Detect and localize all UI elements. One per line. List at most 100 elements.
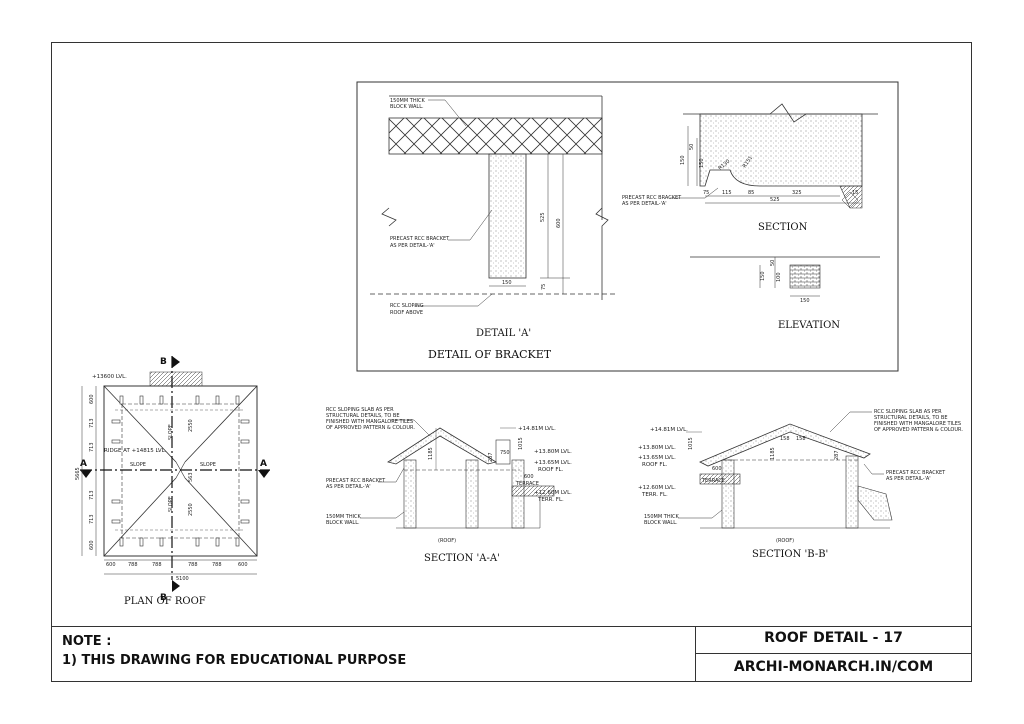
note-title: NOTE : bbox=[62, 634, 112, 649]
label-wall-line2: BLOCK WALL. bbox=[390, 104, 424, 110]
plan-dim-b1: 788 bbox=[128, 562, 138, 568]
sec-dim-115: 115 bbox=[722, 190, 732, 196]
dim-150: 150 bbox=[502, 280, 512, 286]
aa-terrace-label: TERRACE bbox=[515, 481, 539, 487]
aa-level-roof-fl: ROOF FL. bbox=[538, 467, 564, 473]
title-block-sheet-title-cell bbox=[695, 626, 972, 653]
bb-label-bracket-1: PRECAST RCC BRACKET bbox=[886, 470, 946, 476]
plan-marker-a-left: A bbox=[80, 459, 87, 469]
aa-label-slab-4: OF APPROVED PATTERN & COLOUR. bbox=[326, 425, 415, 431]
aa-label-bracket-2: AS PER DETAIL-'A' bbox=[326, 484, 371, 490]
bb-dim-287: 287 bbox=[834, 450, 840, 460]
plan-dim-l0: 600 bbox=[89, 394, 95, 404]
elev-dim-150: 150 bbox=[760, 271, 766, 281]
sec-dim-150b: 150 bbox=[699, 158, 705, 168]
bb-level-terr-fl: TERR. FL. bbox=[641, 492, 668, 498]
bb-label-wall-2: BLOCK WALL. bbox=[644, 520, 678, 526]
bracket-elevation-drawing: 150 50 100 150 ELEVATION bbox=[690, 256, 880, 331]
site-name: ARCHI-MONARCH.IN/COM bbox=[733, 659, 934, 675]
detail-a-caption: DETAIL 'A' bbox=[476, 328, 531, 339]
plan-dim-l3: 713 bbox=[89, 490, 95, 500]
bb-level-1481: +14.81M LVL. bbox=[650, 427, 688, 433]
elevation-caption: ELEVATION bbox=[778, 320, 840, 331]
plan-dim-mid-2550a: 2550 bbox=[188, 419, 194, 432]
aa-level-1365: +13.65M LVL. bbox=[534, 460, 572, 466]
sec-label-bracket-line1: PRECAST RCC BRACKET bbox=[622, 195, 682, 201]
title-block-site-cell bbox=[695, 653, 972, 682]
plan-of-roof-drawing: B B A A +13600 LVL. RIDGE AT +14815 LVL.… bbox=[75, 356, 270, 607]
plan-dim-b0: 600 bbox=[106, 562, 116, 568]
elev-dim-100: 100 bbox=[776, 272, 782, 282]
drawing-sheet-border bbox=[51, 42, 972, 682]
bb-label-wall-1: 150MM THICK bbox=[644, 514, 680, 520]
bb-level-1365: +13.65M LVL. bbox=[638, 455, 676, 461]
section-caption: SECTION bbox=[758, 222, 808, 233]
section-bb-caption: SECTION 'B-B' bbox=[752, 549, 828, 560]
plan-slope-right: SLOPE bbox=[200, 462, 216, 468]
elev-dim-150b: 150 bbox=[800, 298, 810, 304]
plan-dim-total-width: 5100 bbox=[176, 576, 189, 582]
dim-600: 600 bbox=[556, 218, 562, 228]
bb-dim-1185: 1185 bbox=[770, 447, 776, 460]
dim-75: 75 bbox=[541, 284, 547, 290]
elev-dim-50: 50 bbox=[770, 260, 776, 266]
sec-dim-50: 50 bbox=[689, 144, 695, 150]
detail-of-bracket-panel: 525 600 75 150 150MM THICK BLOCK WALL. P… bbox=[356, 81, 899, 372]
label-wall-line1: 150MM THICK bbox=[390, 98, 426, 104]
bb-dim-1015: 1015 bbox=[688, 437, 694, 450]
sheet-title: ROOF DETAIL - 17 bbox=[764, 630, 903, 646]
section-aa-caption: SECTION 'A-A' bbox=[424, 553, 500, 564]
plan-dim-l2: 713 bbox=[89, 442, 95, 452]
note-line-1: 1) THIS DRAWING FOR EDUCATIONAL PURPOSE bbox=[62, 653, 407, 668]
plan-marker-a-right: A bbox=[260, 459, 267, 469]
bb-label-slab-1: RCC SLOPING SLAB AS PER bbox=[874, 409, 942, 415]
bracket-section-drawing: 150 50 150 R130 R151 75 115 85 325 525 1… bbox=[622, 103, 878, 233]
aa-label-wall-1: 150MM THICK bbox=[326, 514, 362, 520]
aa-dim-750: 750 bbox=[500, 450, 510, 456]
plan-marker-b-top: B bbox=[160, 357, 167, 367]
plan-slope-top: SLOPE bbox=[168, 424, 174, 440]
aa-dim-1185: 1185 bbox=[428, 447, 434, 460]
label-roof-line1: RCC SLOPING bbox=[390, 303, 424, 309]
label-bracket-line2: AS PER DETAIL-'A' bbox=[390, 243, 435, 249]
label-roof-line2: ROOF ABOVE bbox=[390, 310, 423, 316]
bb-label-slab-2: STRUCTURAL DETAILS, TO BE bbox=[874, 415, 948, 421]
plan-dim-b3: 788 bbox=[188, 562, 198, 568]
title-block-notes bbox=[51, 626, 695, 682]
sec-dim-75: 75 bbox=[703, 190, 709, 196]
dim-525: 525 bbox=[540, 212, 546, 222]
section-aa-drawing: 1185 1015 750 600 287 RCC SLOPING SLAB A… bbox=[326, 407, 572, 564]
aa-dim-1015: 1015 bbox=[518, 437, 524, 450]
bb-dim-158a: 158 bbox=[780, 436, 790, 442]
plan-dim-b4: 788 bbox=[212, 562, 222, 568]
bb-level-1260: +12.60M LVL. bbox=[638, 485, 676, 491]
aa-sub-caption: (ROOF) bbox=[438, 538, 456, 544]
aa-label-slab-3: FINISHED WITH MANGALORE TILES bbox=[326, 419, 413, 425]
section-bb-drawing: 1185 158 158 600 287 1015 RCC SLOPING SL… bbox=[638, 409, 963, 560]
label-bracket-line1: PRECAST RCC BRACKET bbox=[390, 236, 450, 242]
plan-caption: PLAN OF ROOF bbox=[124, 596, 206, 607]
aa-dim-600: 600 bbox=[524, 474, 534, 480]
aa-dim-287: 287 bbox=[488, 452, 494, 462]
plan-slope-left: SLOPE bbox=[130, 462, 146, 468]
detail-a-drawing: 525 600 75 150 150MM THICK BLOCK WALL. P… bbox=[370, 95, 615, 361]
aa-label-slab-1: RCC SLOPING SLAB AS PER bbox=[326, 407, 394, 413]
plan-dim-mid-563: 563 bbox=[188, 472, 194, 482]
sec-dim-15: 15 bbox=[852, 190, 858, 196]
plan-level-top: +13600 LVL. bbox=[92, 374, 127, 380]
plan-dim-l4: 713 bbox=[89, 514, 95, 524]
sec-label-bracket-line2: AS PER DETAIL-'A' bbox=[622, 201, 667, 207]
bb-sub-caption: (ROOF) bbox=[776, 538, 794, 544]
plan-dim-mid-2550b: 2550 bbox=[188, 503, 194, 516]
sec-dim-525: 525 bbox=[770, 197, 780, 203]
aa-label-bracket-1: PRECAST RCC BRACKET bbox=[326, 478, 386, 484]
plan-dim-l1: 713 bbox=[89, 418, 95, 428]
bb-label-slab-3: FINISHED WITH MANGALORE TILES bbox=[874, 421, 961, 427]
aa-level-1380: +13.80M LVL. bbox=[534, 449, 572, 455]
plan-dim-b5: 600 bbox=[238, 562, 248, 568]
aa-level-1260: +12.60M LVL. bbox=[534, 490, 572, 496]
plan-ridge-label: RIDGE AT +14815 LVL. bbox=[104, 448, 167, 454]
aa-level-1481: +14.81M LVL. bbox=[518, 426, 556, 432]
bb-label-bracket-2: AS PER DETAIL-'A' bbox=[886, 476, 931, 482]
